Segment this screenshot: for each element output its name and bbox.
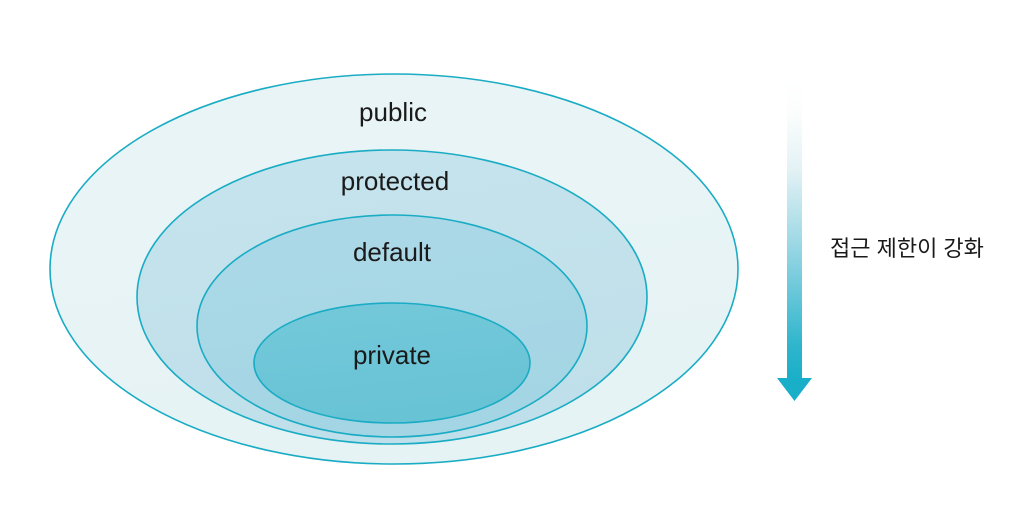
annotation-text: 접근 제한이 강화 [830,236,984,261]
ring-label-public: public [359,97,427,127]
ring-label-private: private [353,340,431,370]
ring-ellipse-private[interactable] [253,302,531,424]
ring-label-protected: protected [341,166,449,196]
arrow-shaft [787,78,802,380]
arrow-head-icon [777,378,812,401]
ring-label-default: default [353,237,432,267]
downward-gradient-arrow [777,78,812,401]
